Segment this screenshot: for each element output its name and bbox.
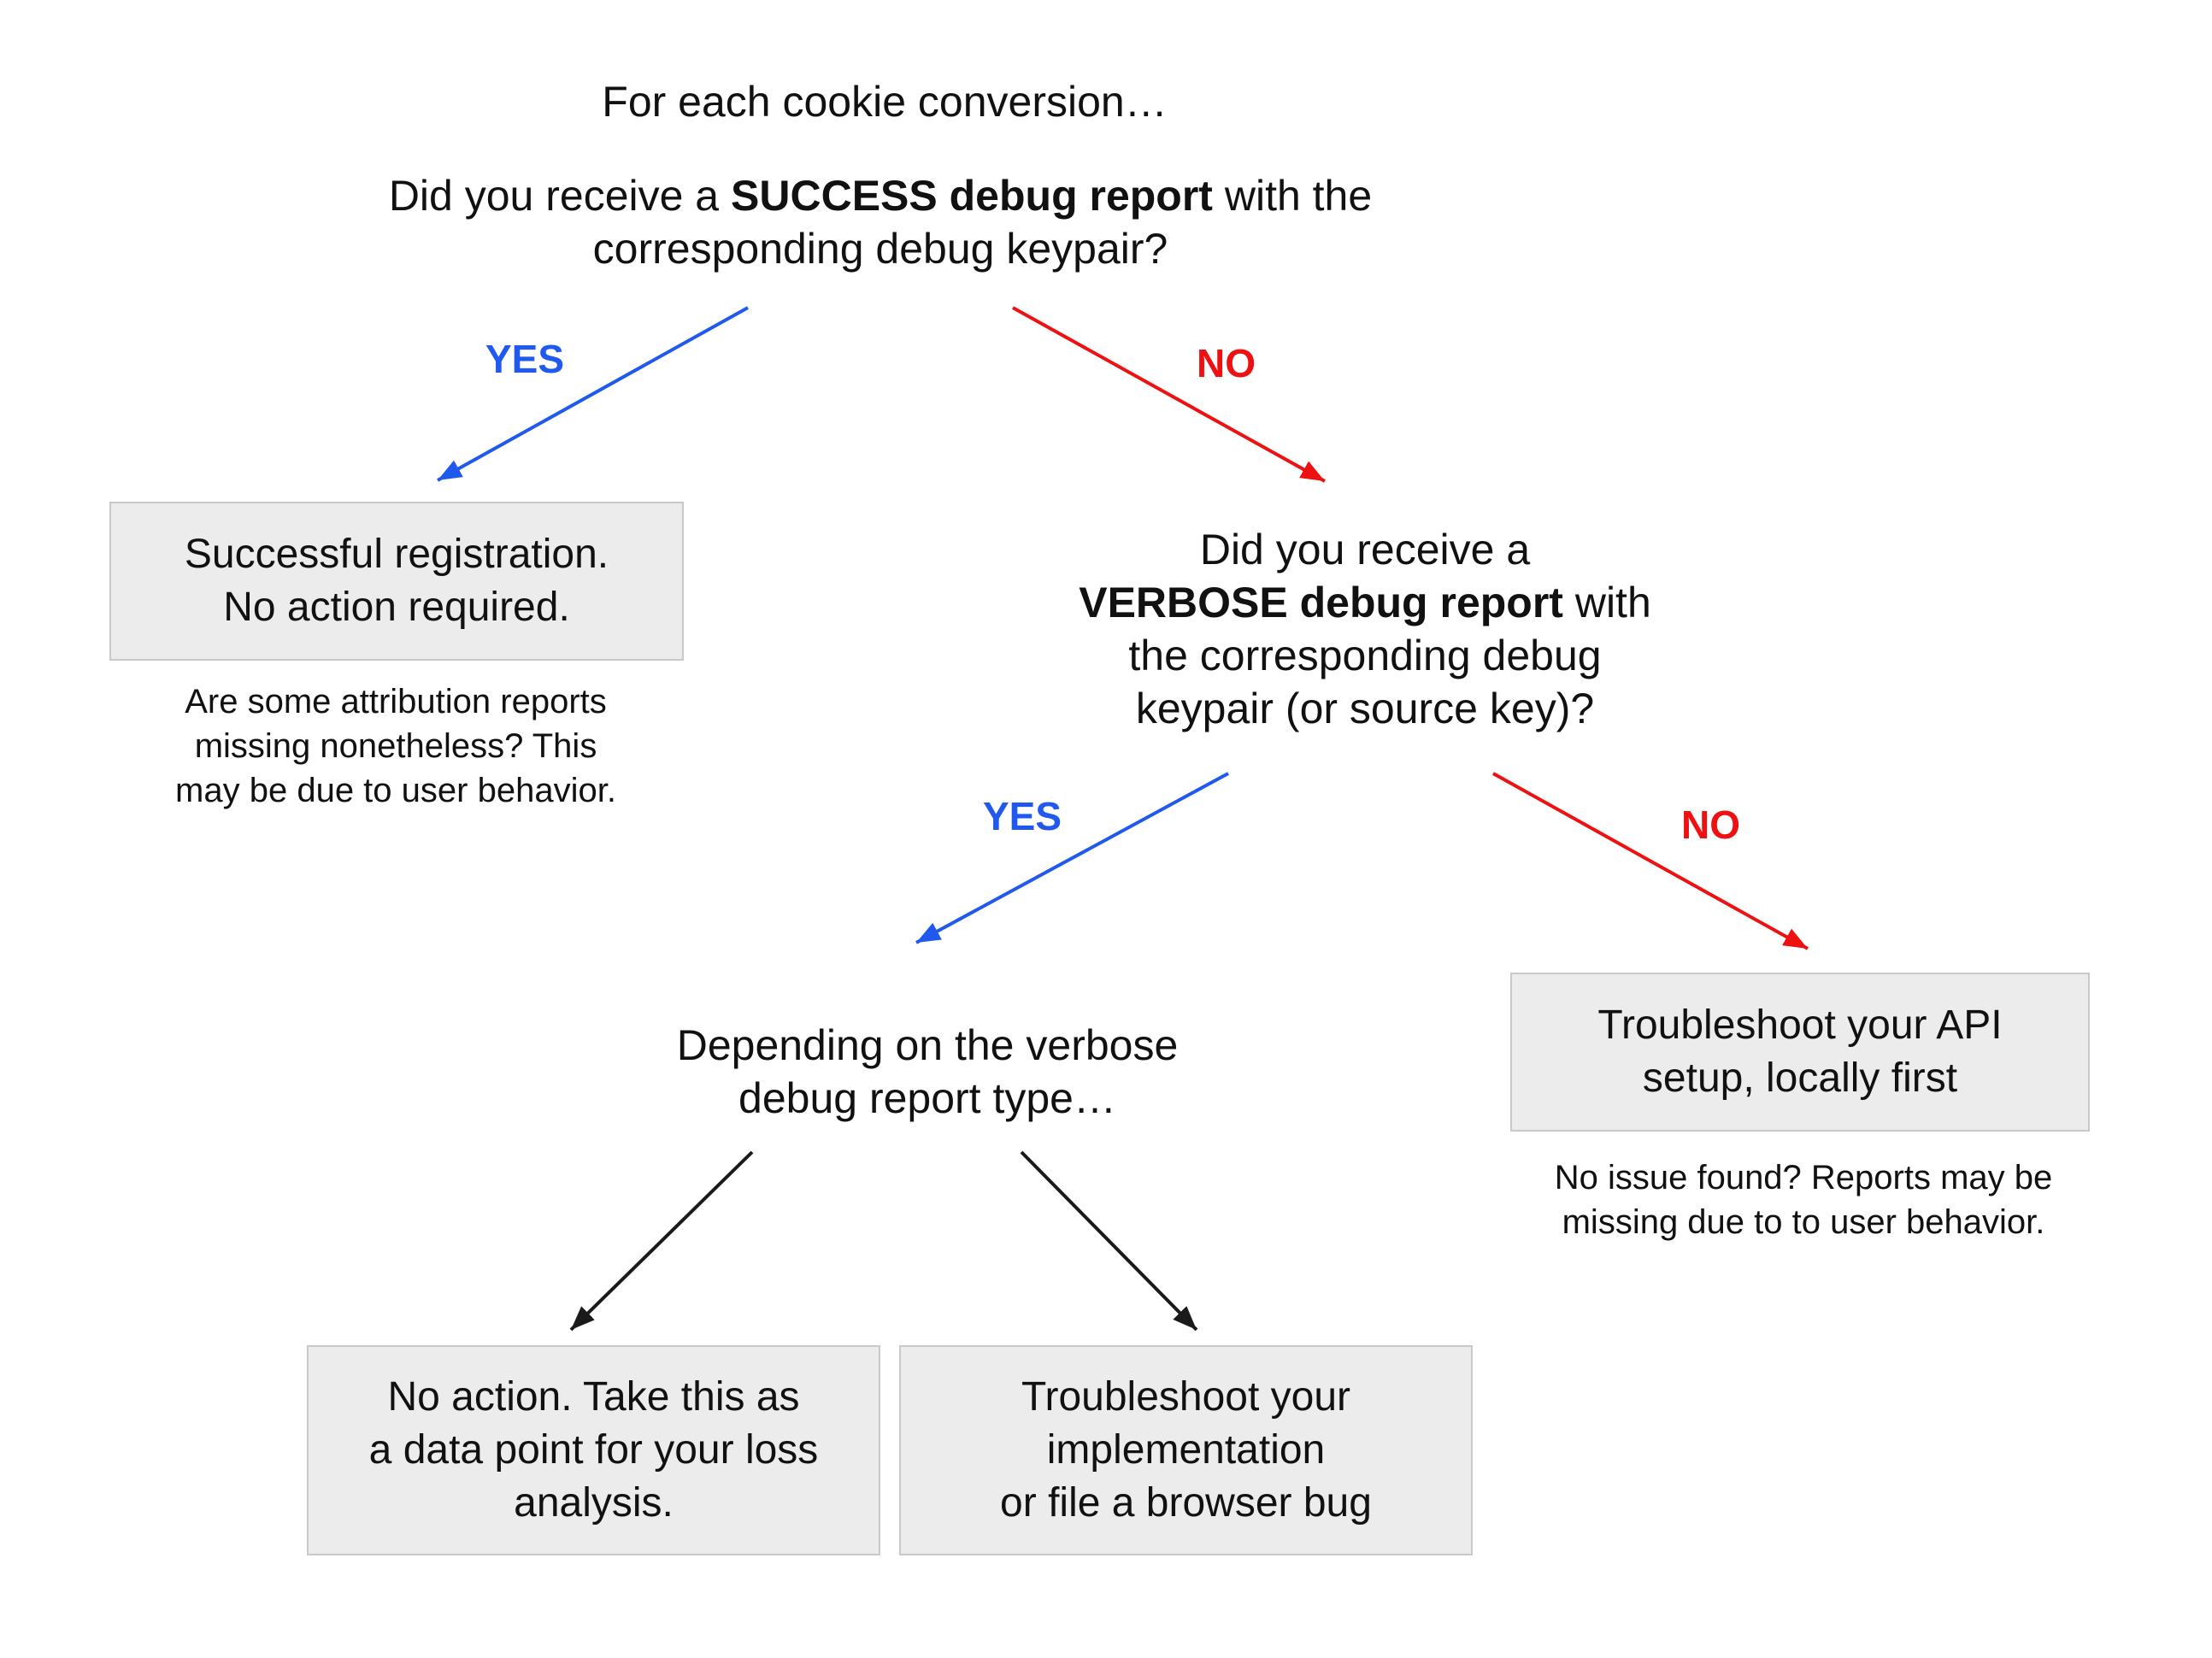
result-box-no-action: No action. Take this as a data point for… [307,1345,880,1555]
text-line: Did you receive a [1199,526,1531,573]
result-box-troubleshoot-api: Troubleshoot your API setup, locally fir… [1510,973,2090,1132]
question-success-report: Did you receive a SUCCESS debug report w… [325,169,1436,275]
text-line: Troubleshoot your API [1597,1002,2003,1048]
text-line: debug report type… [738,1074,1116,1122]
text-line: keypair (or source key)? [1135,685,1595,732]
result-box-successful-registration: Successful registration. No action requi… [109,502,684,661]
yes-arrow-1 [437,306,749,482]
text-line: implementation [1046,1427,1326,1473]
verbose-type-arrow-left [569,1150,754,1332]
no-label-1: NO [1197,341,1256,385]
text-line: Successful registration. [184,532,609,577]
yes-label-2: YES [983,794,1062,838]
text-line: Troubleshoot your [1021,1374,1351,1420]
text-line: corresponding debug keypair? [592,225,1168,273]
text-line: No action required. [223,585,570,630]
text-line: For each cookie conversion… [602,78,1168,126]
text-line: missing nonetheless? This [194,727,597,765]
yes-arrow-2 [915,772,1229,944]
text-line: may be due to user behavior. [175,772,616,809]
text-line: analysis. [514,1480,674,1526]
text-line: setup, locally first [1642,1055,1958,1101]
verbose-type-arrow-right [1020,1150,1198,1332]
text-line: or file a browser bug [1000,1480,1372,1526]
intro-text: For each cookie conversion… [457,75,1312,128]
note-attribution-reports: Are some attribution reports missing non… [114,679,678,813]
text-line: Depending on the verbose [676,1021,1179,1069]
text-line: a data point for your loss [368,1427,819,1473]
text-line: the corresponding debug [1128,632,1602,679]
note-no-issue-found: No issue found? Reports may be missing d… [1487,1155,2120,1244]
result-box-troubleshoot-implementation: Troubleshoot your implementation or file… [899,1345,1473,1555]
question-verbose-type: Depending on the verbose debug report ty… [628,1019,1227,1125]
text-line: VERBOSE debug report with [1079,579,1651,626]
text-line: No issue found? Reports may be [1554,1159,2053,1196]
text-line: No action. Take this as [387,1374,800,1420]
text-line: Are some attribution reports [185,683,607,720]
question-verbose-report: Did you receive a VERBOSE debug report w… [1066,523,1664,735]
no-arrow-1 [1012,306,1326,483]
no-label-2: NO [1681,803,1740,847]
text-line: Did you receive a SUCCESS debug report w… [388,172,1373,220]
no-arrow-2 [1492,772,1809,950]
text-line: missing due to to user behavior. [1562,1203,2045,1241]
yes-label-1: YES [485,337,565,381]
